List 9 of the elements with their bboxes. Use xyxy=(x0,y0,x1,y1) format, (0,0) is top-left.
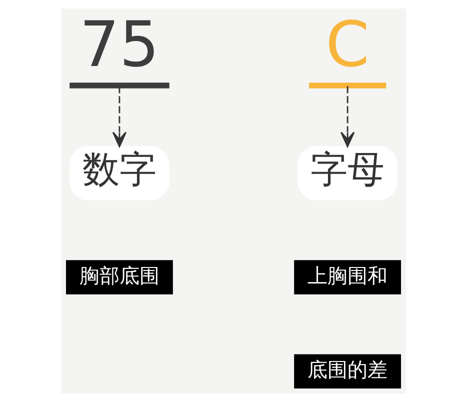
node-box: 胸部底围 xyxy=(65,260,172,294)
node-box: 上胸围和 xyxy=(294,260,401,294)
node-box: 数字 xyxy=(69,146,169,200)
arrow xyxy=(112,86,126,148)
arrow xyxy=(340,86,354,148)
node-text: C xyxy=(325,8,369,81)
node-text: 75 xyxy=(79,8,159,81)
node-box: 字母 xyxy=(297,146,397,200)
node-box: 底围的差 xyxy=(294,354,401,388)
